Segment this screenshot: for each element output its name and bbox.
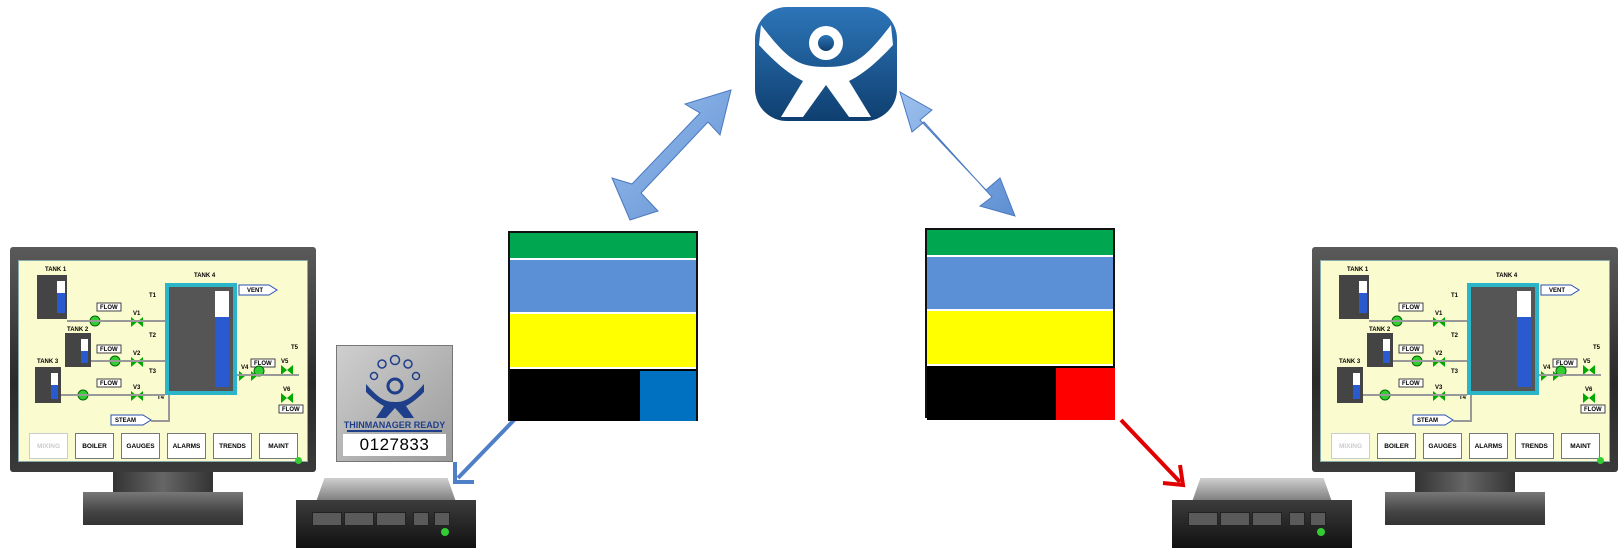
steam-label: STEAM [1417, 418, 1438, 424]
nav-button-mixing[interactable]: MIXING [29, 433, 68, 459]
svg-text:V3: V3 [1435, 385, 1443, 391]
juggler-icon [366, 354, 424, 418]
svg-text:V5: V5 [1583, 359, 1591, 365]
stack-band-green [510, 233, 696, 258]
nav-button-mixing[interactable]: MIXING [1331, 433, 1370, 459]
svg-text:V2: V2 [133, 351, 141, 357]
svg-text:T1: T1 [1451, 293, 1459, 299]
thin-client-icon [1172, 478, 1352, 548]
flow-label: FLOW [100, 381, 118, 387]
svg-text:T3: T3 [1451, 369, 1459, 375]
badge-ready-text: THINMANAGER READY [343, 420, 446, 430]
power-led [1317, 528, 1325, 536]
monitor-stand [83, 492, 243, 525]
flow-label: FLOW [100, 347, 118, 353]
left-server-arrow [611, 89, 732, 221]
monitor-bezel: TANK 1 TANK 2 TANK 3 TANK 4 VENT FLOW FL… [1312, 247, 1618, 472]
flow-label: FLOW [254, 361, 272, 367]
svg-text:T2: T2 [1451, 333, 1459, 339]
tank-label: TANK 3 [1339, 359, 1361, 365]
stack-band-blue [927, 257, 1113, 309]
tank-label: TANK 4 [194, 273, 216, 279]
vent-label: VENT [1549, 288, 1565, 294]
nav-button-boiler[interactable]: BOILER [1377, 433, 1416, 459]
flow-label: FLOW [282, 407, 300, 413]
svg-text:V4: V4 [241, 365, 249, 371]
thinmanager-logo-icon [755, 7, 897, 121]
svg-text:V1: V1 [1435, 311, 1443, 317]
nav-button-maint[interactable]: MAINT [259, 433, 298, 459]
monitor-bezel: TANK 1 TANK 2 TANK 3 TANK 4 VENT FLOW FL… [10, 247, 316, 472]
right-session-pointer [1119, 418, 1182, 484]
flow-label: FLOW [1402, 381, 1420, 387]
power-led [441, 528, 449, 536]
flow-label: FLOW [1402, 305, 1420, 311]
right-monitor: TANK 1 TANK 2 TANK 3 TANK 4 VENT FLOW FL… [1312, 247, 1618, 537]
nav-button-trends[interactable]: TRENDS [213, 433, 252, 459]
hmi-screen: TANK 1 TANK 2 TANK 3 TANK 4 VENT FLOW FL… [1320, 260, 1610, 462]
svg-text:V3: V3 [133, 385, 141, 391]
session-indicator-blue [640, 371, 696, 421]
right-server-stack [925, 228, 1115, 420]
nav-button-alarms[interactable]: ALARMS [167, 433, 206, 459]
nav-button-gauges[interactable]: GAUGES [121, 433, 160, 459]
hmi-process-graphic: TANK 1 TANK 2 TANK 3 TANK 4 VENT FLOW FL… [35, 267, 304, 426]
svg-text:V1: V1 [133, 311, 141, 317]
svg-text:T4: T4 [157, 395, 165, 401]
svg-text:V4: V4 [1543, 365, 1551, 371]
nav-button-gauges[interactable]: GAUGES [1423, 433, 1462, 459]
svg-text:V5: V5 [281, 359, 289, 365]
power-led [295, 457, 302, 464]
session-indicator-red [1056, 368, 1115, 420]
svg-text:T5: T5 [291, 345, 299, 351]
svg-text:T5: T5 [1593, 345, 1601, 351]
stack-band-yellow [510, 314, 696, 367]
nav-button-alarms[interactable]: ALARMS [1469, 433, 1508, 459]
flow-label: FLOW [1402, 347, 1420, 353]
tank-label: TANK 3 [37, 359, 59, 365]
nav-button-maint[interactable]: MAINT [1561, 433, 1600, 459]
tank-label: TANK 1 [45, 267, 67, 273]
nav-button-boiler[interactable]: BOILER [75, 433, 114, 459]
flow-label: FLOW [1584, 407, 1602, 413]
tank-label: TANK 2 [1369, 327, 1391, 333]
hmi-process-graphic: TANK 1 TANK 2 TANK 3 TANK 4 VENT FLOW FL… [1337, 267, 1606, 426]
right-server-arrow [899, 90, 1016, 217]
svg-text:V6: V6 [1585, 387, 1593, 393]
left-session-pointer [456, 415, 519, 480]
svg-text:T2: T2 [149, 333, 157, 339]
svg-text:T1: T1 [149, 293, 157, 299]
thin-client-icon [296, 478, 476, 548]
left-server-stack [508, 231, 698, 421]
steam-label: STEAM [115, 418, 136, 424]
svg-text:T3: T3 [149, 369, 157, 375]
thinmanager-ready-badge: THINMANAGER READY 0127833 [336, 345, 453, 462]
svg-text:T4: T4 [1459, 395, 1467, 401]
nav-button-trends[interactable]: TRENDS [1515, 433, 1554, 459]
tank-label: TANK 4 [1496, 273, 1518, 279]
left-monitor: TANK 1 TANK 2 TANK 3 TANK 4 VENT FLOW FL… [10, 247, 316, 537]
svg-text:V6: V6 [283, 387, 291, 393]
stack-band-yellow [927, 311, 1113, 364]
flow-label: FLOW [1556, 361, 1574, 367]
monitor-stand [1385, 492, 1545, 525]
stack-band-green [927, 230, 1113, 255]
tank-label: TANK 2 [67, 327, 89, 333]
vent-label: VENT [247, 288, 263, 294]
badge-serial: 0127833 [343, 434, 446, 456]
hmi-screen: TANK 1 TANK 2 TANK 3 TANK 4 VENT FLOW FL… [18, 260, 308, 462]
tank-label: TANK 1 [1347, 267, 1369, 273]
flow-label: FLOW [100, 305, 118, 311]
stack-band-blue [510, 260, 696, 312]
svg-text:V2: V2 [1435, 351, 1443, 357]
power-led [1597, 457, 1604, 464]
